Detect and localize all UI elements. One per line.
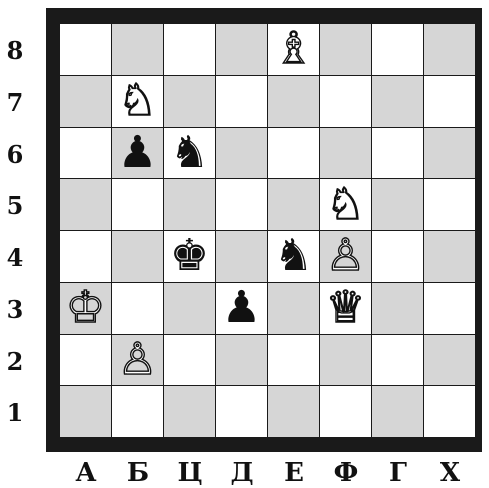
square-f4[interactable]: ♙ xyxy=(320,231,372,283)
square-f5[interactable]: ♘ xyxy=(320,179,372,231)
rank-label: 2 xyxy=(4,347,26,376)
square-h3[interactable] xyxy=(424,283,476,335)
square-g1[interactable] xyxy=(372,386,424,438)
file-label: Ф xyxy=(320,458,372,488)
square-h5[interactable] xyxy=(424,179,476,231)
square-g3[interactable] xyxy=(372,283,424,335)
square-c4[interactable]: ♚ xyxy=(164,231,216,283)
square-e4[interactable]: ♞ xyxy=(268,231,320,283)
square-d5[interactable] xyxy=(216,179,268,231)
rank-label: 4 xyxy=(4,243,26,272)
black-knight-icon[interactable]: ♞ xyxy=(268,231,319,282)
square-c6[interactable]: ♞ xyxy=(164,128,216,180)
square-f8[interactable] xyxy=(320,24,372,76)
square-d3[interactable]: ♟ xyxy=(216,283,268,335)
square-g7[interactable] xyxy=(372,76,424,128)
square-c3[interactable] xyxy=(164,283,216,335)
square-d2[interactable] xyxy=(216,335,268,387)
square-a3[interactable]: ♔ xyxy=(60,283,112,335)
square-a6[interactable] xyxy=(60,128,112,180)
white-knight-icon[interactable]: ♘ xyxy=(112,76,163,127)
square-a1[interactable] xyxy=(60,386,112,438)
square-e1[interactable] xyxy=(268,386,320,438)
square-a4[interactable] xyxy=(60,231,112,283)
rank-label: 8 xyxy=(4,36,26,65)
file-label: Х xyxy=(424,458,476,488)
square-e6[interactable] xyxy=(268,128,320,180)
square-h8[interactable] xyxy=(424,24,476,76)
square-e3[interactable] xyxy=(268,283,320,335)
black-king-icon[interactable]: ♚ xyxy=(164,231,215,282)
white-king-icon[interactable]: ♔ xyxy=(60,283,111,334)
square-e2[interactable] xyxy=(268,335,320,387)
square-b1[interactable] xyxy=(112,386,164,438)
file-label: Б xyxy=(112,458,164,488)
chess-board: ♗♘♟♞♘♚♞♙♔♟♕♙ xyxy=(60,24,476,438)
file-label: Е xyxy=(268,458,320,488)
square-b6[interactable]: ♟ xyxy=(112,128,164,180)
square-h4[interactable] xyxy=(424,231,476,283)
square-b2[interactable]: ♙ xyxy=(112,335,164,387)
square-c8[interactable] xyxy=(164,24,216,76)
square-h1[interactable] xyxy=(424,386,476,438)
rank-label: 7 xyxy=(4,88,26,117)
white-bishop-icon[interactable]: ♗ xyxy=(268,24,319,75)
white-knight-icon[interactable]: ♘ xyxy=(320,179,371,230)
square-d1[interactable] xyxy=(216,386,268,438)
file-label: Г xyxy=(372,458,424,488)
white-queen-icon[interactable]: ♕ xyxy=(320,283,371,334)
square-a5[interactable] xyxy=(60,179,112,231)
white-pawn-icon[interactable]: ♙ xyxy=(112,335,163,386)
black-knight-icon[interactable]: ♞ xyxy=(164,128,215,179)
square-g6[interactable] xyxy=(372,128,424,180)
square-d8[interactable] xyxy=(216,24,268,76)
square-e7[interactable] xyxy=(268,76,320,128)
square-a2[interactable] xyxy=(60,335,112,387)
square-f6[interactable] xyxy=(320,128,372,180)
square-b8[interactable] xyxy=(112,24,164,76)
rank-label: 1 xyxy=(4,398,26,427)
square-d7[interactable] xyxy=(216,76,268,128)
square-h6[interactable] xyxy=(424,128,476,180)
square-h2[interactable] xyxy=(424,335,476,387)
square-d4[interactable] xyxy=(216,231,268,283)
square-f7[interactable] xyxy=(320,76,372,128)
square-c2[interactable] xyxy=(164,335,216,387)
black-pawn-icon[interactable]: ♟ xyxy=(216,283,267,334)
square-d6[interactable] xyxy=(216,128,268,180)
square-f2[interactable] xyxy=(320,335,372,387)
rank-label: 5 xyxy=(4,191,26,220)
square-g5[interactable] xyxy=(372,179,424,231)
square-e5[interactable] xyxy=(268,179,320,231)
square-a8[interactable] xyxy=(60,24,112,76)
white-pawn-icon[interactable]: ♙ xyxy=(320,231,371,282)
file-label: Д xyxy=(216,458,268,488)
square-f1[interactable] xyxy=(320,386,372,438)
square-c1[interactable] xyxy=(164,386,216,438)
square-b4[interactable] xyxy=(112,231,164,283)
square-g2[interactable] xyxy=(372,335,424,387)
square-h7[interactable] xyxy=(424,76,476,128)
square-c7[interactable] xyxy=(164,76,216,128)
square-b3[interactable] xyxy=(112,283,164,335)
file-label: А xyxy=(60,458,112,488)
square-e8[interactable]: ♗ xyxy=(268,24,320,76)
square-b5[interactable] xyxy=(112,179,164,231)
file-label: Ц xyxy=(164,458,216,488)
square-c5[interactable] xyxy=(164,179,216,231)
square-b7[interactable]: ♘ xyxy=(112,76,164,128)
square-a7[interactable] xyxy=(60,76,112,128)
square-f3[interactable]: ♕ xyxy=(320,283,372,335)
rank-label: 6 xyxy=(4,140,26,169)
square-g8[interactable] xyxy=(372,24,424,76)
rank-label: 3 xyxy=(4,295,26,324)
square-g4[interactable] xyxy=(372,231,424,283)
black-pawn-icon[interactable]: ♟ xyxy=(112,128,163,179)
